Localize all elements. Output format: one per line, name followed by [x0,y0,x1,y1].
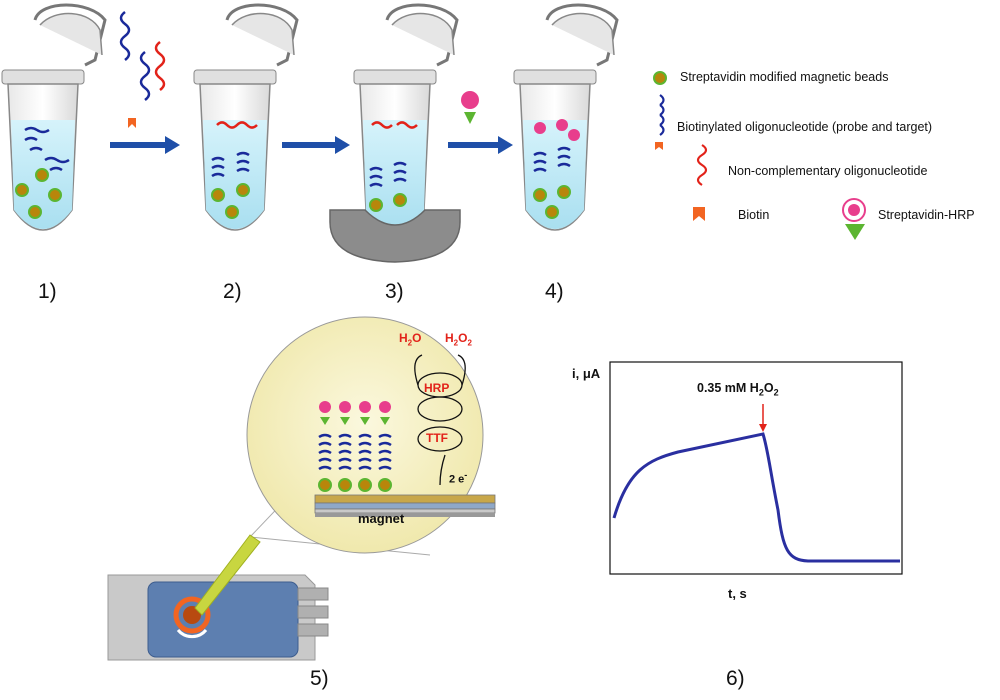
electrode-body [147,581,299,658]
current-trace [612,432,900,563]
arrow-2 [282,136,350,154]
arrow-1 [110,136,180,154]
step-label-1: 1) [38,280,57,303]
legend-icons [653,71,667,150]
step-label-5: 5) [310,667,329,690]
strept-hrp-icon [842,198,866,240]
tube-lid [33,3,107,67]
noncomp-oligo-icon [696,144,708,186]
inset-probes [318,401,392,492]
electrode-illustration [246,316,496,556]
magnet-shape [329,209,461,263]
inset-hrp-label: HRP [424,381,450,395]
plot-ylabel: i, μA [572,366,601,381]
reagent-strept-hrp [461,91,479,124]
amperogram-plot [609,361,903,575]
redox-cycle [414,354,466,486]
plot-annotation: 0.35 mM H2O2 [697,381,779,398]
probe-oligo-icon [659,94,665,136]
step-label-2: 2) [223,280,242,303]
step-label-6: 6) [726,667,745,690]
arrow-3 [448,136,513,154]
tube-2-contents [211,121,258,219]
legend-beads: Streptavidin modified magnetic beads [680,70,889,84]
screen-printed-electrode [107,534,329,661]
plot-frame [609,361,903,575]
inset-magnet-label: magnet [358,511,405,526]
step-label-4: 4) [545,280,564,303]
process-arrows [110,136,513,154]
tip-beam [194,534,261,616]
legend-noncomplementary: Non-complementary oligonucleotide [728,164,928,178]
biotin-icon [693,207,705,221]
step-label-3: 3) [385,280,404,303]
tube-3 [353,3,459,231]
inset-h2o2: H2O2 [445,331,472,348]
inset-electrode-gold [314,494,496,504]
tube-1-contents [15,126,70,219]
bead-icon [653,71,667,85]
reagent-oligos [119,11,166,128]
tube-4-contents [533,119,580,219]
legend-strept-hrp: Streptavidin-HRP [878,208,975,222]
inset-ttf-label: TTF [426,431,448,445]
assay-steps-illustration [1,3,619,263]
legend-biotin: Biotin [738,208,770,222]
plot-xlabel: t, s [728,586,747,601]
tube-3-contents [369,121,418,212]
legend-biotinylated: Biotinylated oligonucleotide (probe and … [677,120,933,134]
inset-h2o: H2O [399,331,422,348]
inset-electrons: 2 e- [449,470,468,486]
